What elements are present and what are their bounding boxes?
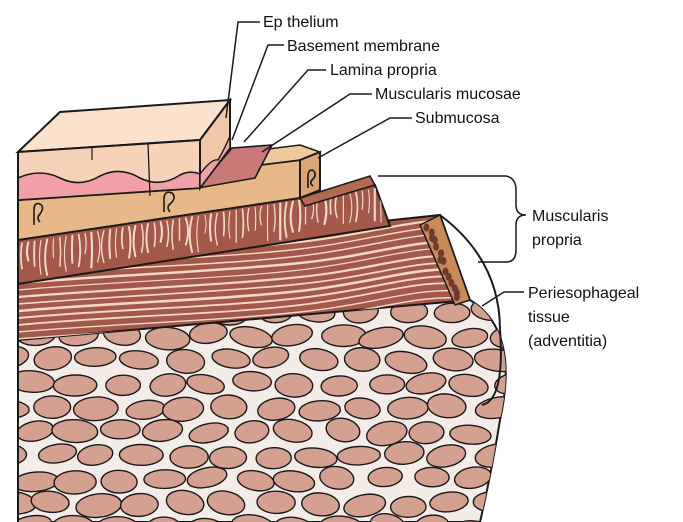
leader-submucosa — [318, 118, 412, 158]
circular-fiber — [91, 233, 92, 268]
circular-fiber — [210, 214, 211, 241]
circular-fiber — [109, 230, 110, 258]
adventitia-cell — [209, 446, 247, 469]
fiber-end-dot — [432, 236, 438, 244]
label-lamina-propria: Lamina propria — [330, 62, 437, 79]
circular-fiber — [60, 238, 61, 266]
circular-fiber — [243, 209, 244, 237]
adventitia-cell — [100, 420, 140, 439]
adventitia-cell — [390, 496, 426, 518]
fiber-end-dot — [454, 293, 460, 301]
adventitia-cell — [101, 470, 138, 494]
circular-fiber — [224, 212, 225, 235]
adventitia-cell — [495, 464, 537, 489]
adventitia-cell — [257, 491, 296, 514]
label-muscularis-propria-line2: propria — [532, 232, 582, 249]
circular-fiber — [362, 191, 363, 210]
adventitia-cell — [144, 469, 186, 489]
leader-lamina-propria — [244, 70, 326, 142]
fiber-end-dot — [441, 257, 447, 265]
adventitia-cell — [256, 447, 292, 469]
adventitia-cell — [415, 467, 450, 487]
submucosa-side — [300, 152, 320, 198]
leader-periesophageal — [482, 292, 524, 306]
circular-fiber — [255, 208, 256, 231]
adventitia-cell — [106, 375, 141, 396]
adventitia-cell — [499, 418, 537, 439]
fiber-end-dot — [433, 243, 439, 251]
label-periesophageal-line3: (adventitia) — [528, 333, 607, 350]
label-periesophageal-line1: Periesophageal — [528, 285, 639, 302]
epithelium-block — [18, 100, 230, 200]
adventitia-cell — [490, 512, 537, 522]
label-basement-membrane: Basement membrane — [287, 38, 440, 55]
adventitia-cell — [370, 375, 405, 394]
adventitia-cell — [473, 492, 509, 512]
circular-fiber — [34, 241, 35, 265]
label-muscularis-mucosae: Muscularis mucosae — [375, 86, 521, 103]
label-submucosa: Submucosa — [415, 110, 500, 127]
circular-fiber — [122, 228, 123, 249]
label-epithelium: Ep thelium — [263, 14, 339, 31]
adventitia-cell — [34, 396, 71, 419]
label-periesophageal-line2: tissue — [528, 309, 570, 326]
leader-epithelium — [226, 22, 260, 118]
adventitia-cell — [119, 444, 163, 465]
adventitia-cell — [170, 446, 209, 469]
fiber-end-dot — [423, 224, 429, 232]
adventitia-cell — [53, 375, 97, 397]
adventitia-cell — [434, 303, 470, 323]
circular-fiber — [299, 201, 300, 231]
label-muscularis-propria-line1: Muscularis — [532, 208, 608, 225]
adventitia-cell — [321, 375, 358, 396]
